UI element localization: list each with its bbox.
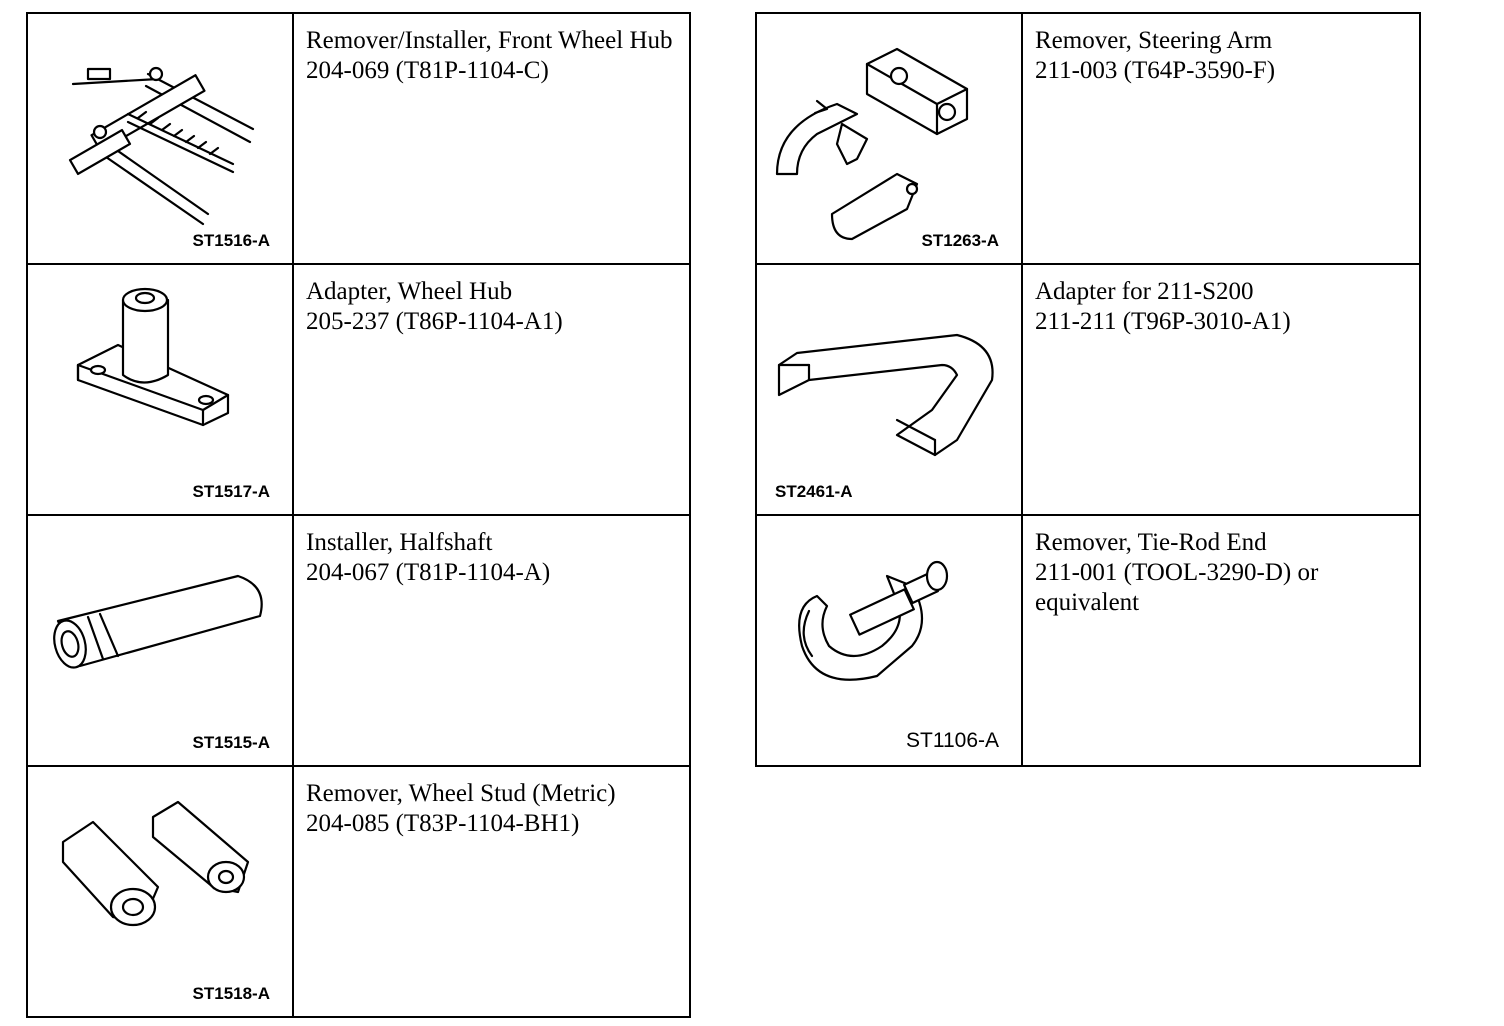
special-tools-table-right: ST1263-A Remover, Steering Arm 211-003 (… bbox=[755, 12, 1421, 767]
tool-description-cell: Remover, Steering Arm 211-003 (T64P-3590… bbox=[1021, 12, 1421, 265]
tool-name: Remover, Tie-Rod End bbox=[1035, 529, 1267, 556]
tool-part-number: 204-085 (T83P-1104-BH1) bbox=[306, 810, 580, 837]
tool-name: Adapter for 211-S200 bbox=[1035, 278, 1254, 305]
table-row: ST1516-A Remover/Installer, Front Wheel … bbox=[26, 12, 691, 265]
tool-code: ST2461-A bbox=[775, 482, 853, 501]
tool-illustration-cell: ST1263-A bbox=[755, 12, 1023, 265]
tool-part-number: 204-069 (T81P-1104-C) bbox=[306, 57, 549, 84]
tool-name: Remover, Wheel Stud (Metric) bbox=[306, 780, 616, 807]
tie-rod-remover-icon bbox=[798, 560, 949, 681]
stud-remover-icon bbox=[61, 800, 250, 927]
tool-code: ST1106-A bbox=[906, 729, 999, 752]
tool-description-cell: Remover, Wheel Stud (Metric) 204-085 (T8… bbox=[292, 765, 691, 1018]
tool-description-cell: Remover/Installer, Front Wheel Hub 204-0… bbox=[292, 12, 691, 265]
tool-code: ST1263-A bbox=[921, 231, 999, 250]
table-row: ST1263-A Remover, Steering Arm 211-003 (… bbox=[755, 12, 1421, 265]
tool-name: Adapter, Wheel Hub bbox=[306, 278, 513, 305]
tool-illustration-cell: ST1106-A bbox=[755, 514, 1023, 767]
tool-part-number: 211-003 (T64P-3590-F) bbox=[1035, 57, 1276, 84]
tool-code: ST1518-A bbox=[192, 984, 270, 1003]
tool-illustration-cell: ST1518-A bbox=[26, 765, 294, 1018]
tool-illustration-cell: ST1515-A bbox=[26, 514, 294, 767]
tool-description-cell: Adapter for 211-S200 211-211 (T96P-3010-… bbox=[1021, 263, 1421, 516]
tool-name: Installer, Halfshaft bbox=[306, 529, 493, 556]
tool-part-number: 204-067 (T81P-1104-A) bbox=[306, 559, 551, 586]
tool-description-cell: Remover, Tie-Rod End 211-001 (TOOL-3290-… bbox=[1021, 514, 1421, 767]
tool-illustration-cell: ST2461-A bbox=[755, 263, 1023, 516]
hub-adapter-icon bbox=[76, 287, 230, 427]
adapter-icon bbox=[777, 333, 994, 457]
steering-arm-remover-icon bbox=[775, 47, 969, 241]
table-row: ST1515-A Installer, Halfshaft 204-067 (T… bbox=[26, 514, 691, 767]
tool-part-number: 211-001 (TOOL-3290-D) or equivalent bbox=[1035, 559, 1319, 616]
tool-code: ST1515-A bbox=[192, 733, 270, 752]
table-row: ST1518-A Remover, Wheel Stud (Metric) 20… bbox=[26, 765, 691, 1018]
tool-name: Remover/Installer, Front Wheel Hub bbox=[306, 27, 673, 54]
special-tools-table-left: ST1516-A Remover/Installer, Front Wheel … bbox=[26, 12, 691, 1018]
tool-illustration-cell: ST1517-A bbox=[26, 263, 294, 516]
table-row: ST1106-A Remover, Tie-Rod End 211-001 (T… bbox=[755, 514, 1421, 767]
hub-remover-icon bbox=[68, 66, 255, 226]
tool-code: ST1516-A bbox=[192, 231, 270, 250]
halfshaft-installer-icon bbox=[53, 574, 263, 669]
table-row: ST1517-A Adapter, Wheel Hub 205-237 (T86… bbox=[26, 263, 691, 516]
tool-part-number: 205-237 (T86P-1104-A1) bbox=[306, 308, 563, 335]
tool-name: Remover, Steering Arm bbox=[1035, 27, 1273, 54]
tool-description-cell: Adapter, Wheel Hub 205-237 (T86P-1104-A1… bbox=[292, 263, 691, 516]
table-row: ST2461-A Adapter for 211-S200 211-211 (T… bbox=[755, 263, 1421, 516]
tool-code: ST1517-A bbox=[192, 482, 270, 501]
tool-illustration-cell: ST1516-A bbox=[26, 12, 294, 265]
tool-part-number: 211-211 (T96P-3010-A1) bbox=[1035, 308, 1291, 335]
tool-description-cell: Installer, Halfshaft 204-067 (T81P-1104-… bbox=[292, 514, 691, 767]
